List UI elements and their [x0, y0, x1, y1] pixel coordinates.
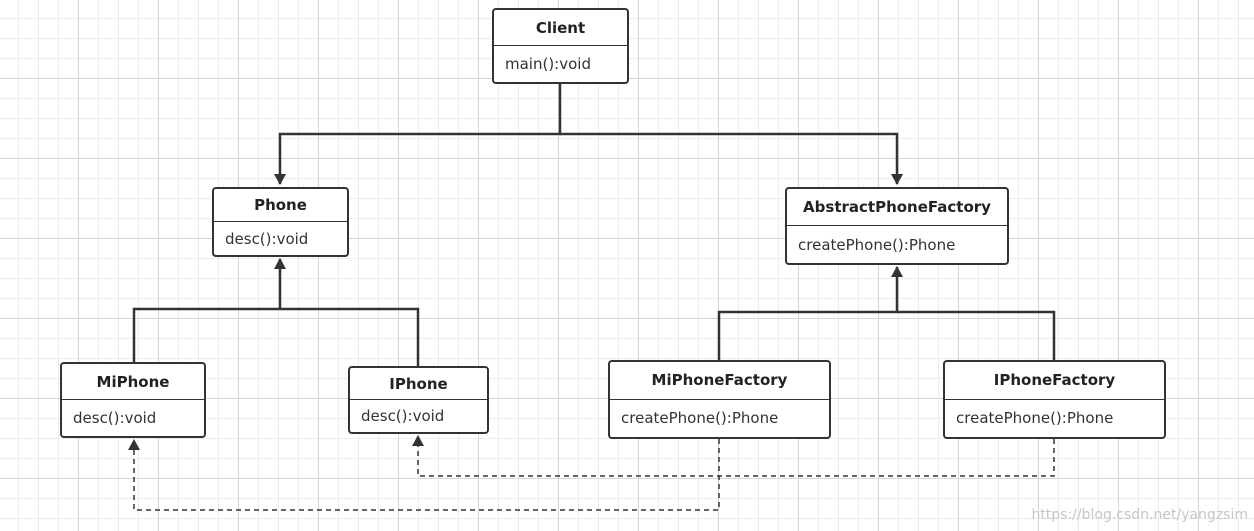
class-iphone-name: IPhone [350, 368, 487, 400]
association-client-to-phone [274, 84, 562, 185]
class-iphone-factory-operation: createPhone():Phone [956, 409, 1114, 428]
watermark: https://blog.csdn.net/yangzsim [1031, 507, 1248, 523]
generalization-factories-to-abstract-factory [717, 266, 1056, 360]
class-phone[interactable]: Phone desc():void [212, 187, 349, 257]
class-miphone-name: MiPhone [62, 364, 204, 400]
class-miphone-operation: desc():void [73, 409, 157, 427]
class-client[interactable]: Client main():void [492, 8, 629, 84]
class-client-name: Client [494, 10, 627, 46]
association-client-to-abstract-factory [560, 132, 903, 185]
class-client-operation: main():void [505, 55, 591, 73]
generalization-phones-to-phone [132, 258, 420, 366]
dependency-miphonefactory-to-miphone [128, 439, 720, 511]
class-abstract-phone-factory-name: AbstractPhoneFactory [787, 189, 1007, 226]
class-iphone-factory-name: IPhoneFactory [945, 362, 1164, 400]
class-miphone-factory[interactable]: MiPhoneFactory createPhone():Phone [608, 360, 831, 439]
class-iphone-factory[interactable]: IPhoneFactory createPhone():Phone [943, 360, 1166, 439]
dependency-iphonefactory-to-iphone [412, 435, 1055, 477]
class-miphone-factory-name: MiPhoneFactory [610, 362, 829, 400]
class-phone-name: Phone [214, 189, 347, 222]
class-phone-operation: desc():void [225, 229, 309, 248]
class-miphone-factory-operation: createPhone():Phone [621, 409, 779, 428]
class-abstract-phone-factory[interactable]: AbstractPhoneFactory createPhone():Phone [785, 187, 1009, 265]
class-iphone[interactable]: IPhone desc():void [348, 366, 489, 434]
class-iphone-operation: desc():void [361, 407, 445, 425]
class-miphone[interactable]: MiPhone desc():void [60, 362, 206, 438]
class-abstract-phone-factory-operation: createPhone():Phone [798, 235, 956, 254]
